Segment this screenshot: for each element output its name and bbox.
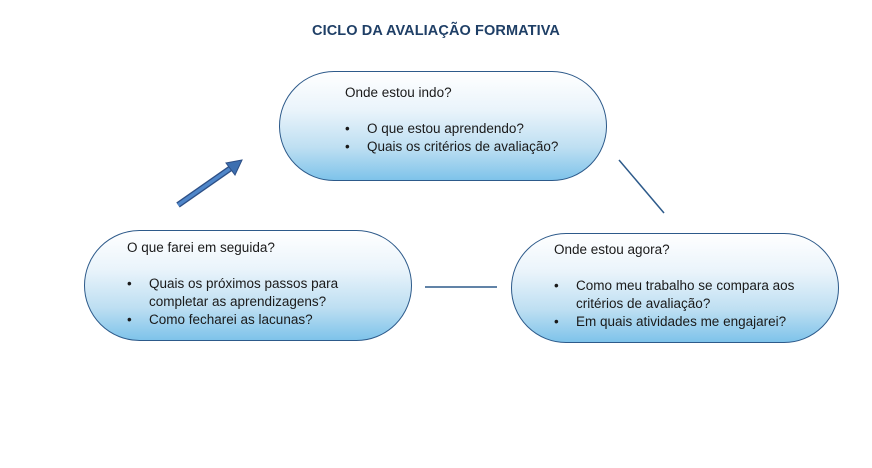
node-heading: O que farei em seguida?	[127, 240, 275, 255]
node-where-am-i-now: Onde estou agora? •Como meu trabalho se …	[511, 233, 839, 343]
connector-top-to-right	[618, 159, 665, 214]
node-what-next: O que farei em seguida? •Quais os próxim…	[84, 230, 412, 341]
node-where-am-i-going: Onde estou indo? •O que estou aprendendo…	[279, 71, 607, 181]
bullet-icon: •	[554, 314, 559, 329]
list-item: •O que estou aprendendo?	[345, 121, 524, 136]
arrow-left-to-top	[176, 159, 243, 208]
node-heading: Onde estou agora?	[554, 242, 670, 257]
bullet-icon: •	[127, 276, 132, 291]
bullet-icon: •	[554, 278, 559, 293]
node-heading: Onde estou indo?	[345, 85, 452, 100]
list-item: •Quais os critérios de avaliação?	[345, 139, 559, 154]
diagram-title: CICLO DA AVALIAÇÃO FORMATIVA	[312, 23, 560, 39]
node-list: •O que estou aprendendo? •Quais os crité…	[345, 120, 558, 156]
bullet-icon: •	[345, 139, 350, 154]
bullet-icon: •	[127, 312, 132, 327]
bullet-icon: •	[345, 121, 350, 136]
list-item: •Em quais atividades me engajarei?	[554, 314, 787, 329]
list-item: •Como fecharei as lacunas?	[127, 312, 313, 327]
